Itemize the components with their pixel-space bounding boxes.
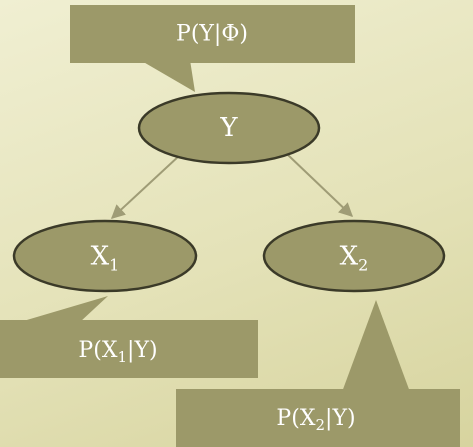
callout-top-text: P(Y|Φ): [176, 22, 248, 47]
callout-left-text: P(X1|Y): [78, 338, 157, 366]
callout-bottom-pointer: [342, 300, 410, 392]
node-x1-label: X: [90, 241, 110, 272]
callout-bottom-prefix: P(X: [276, 405, 316, 431]
callout-top-pointer: [140, 60, 195, 92]
callout-left-prefix: P(X: [78, 337, 118, 363]
callout-left-suffix: |Y): [127, 337, 158, 363]
callout-top-label: P(Y|Φ): [176, 21, 248, 47]
node-x1: [12, 219, 198, 293]
callout-bottom: [176, 300, 460, 447]
callout-left-box: [0, 320, 258, 378]
callout-left-subscript: 1: [117, 348, 128, 367]
callout-left: [0, 296, 258, 378]
node-y: [137, 91, 321, 165]
callout-bottom-suffix: |Y): [325, 405, 356, 431]
callout-bottom-box: [176, 389, 460, 447]
node-x1-text: X1: [91, 241, 120, 274]
node-x1-subscript: 1: [109, 255, 120, 275]
callout-bottom-text: P(X2|Y): [276, 406, 355, 434]
callout-top-box: [70, 5, 355, 63]
node-x2-text: X2: [340, 241, 369, 274]
edge-y-to-x2: [287, 154, 354, 217]
node-x2-label: X: [339, 241, 359, 272]
callout-top: [70, 5, 355, 92]
node-y-label: Y: [220, 113, 238, 143]
node-y-text: Y: [220, 113, 237, 143]
node-x2: [262, 219, 446, 293]
callout-left-pointer: [20, 296, 108, 322]
node-x2-subscript: 2: [358, 255, 369, 275]
edge-y-to-x1: [110, 154, 181, 219]
callout-bottom-subscript: 2: [315, 416, 326, 435]
